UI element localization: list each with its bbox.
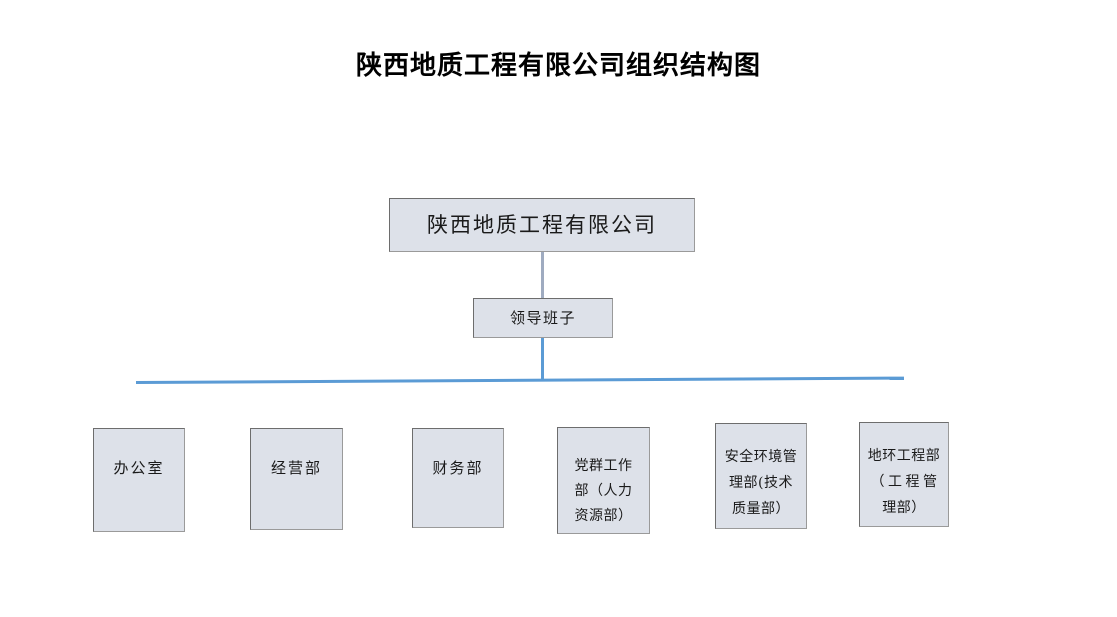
- org-node-leadership[interactable]: 领导班子: [473, 298, 613, 338]
- page-title: 陕西地质工程有限公司组织结构图: [355, 51, 761, 81]
- org-node-business[interactable]: 经营部: [250, 428, 343, 530]
- org-node-geo-engineering-text: 地环工程部 （工程管 理部）: [867, 448, 941, 516]
- org-node-office[interactable]: 办公室: [93, 428, 185, 532]
- org-node-party-hr-text: 党群工作 部（人力 资源部）: [574, 458, 633, 524]
- connector-horizontal-bus: [135, 376, 904, 384]
- org-node-safety-environment[interactable]: 安全环境管 理部(技术 质量部）: [715, 423, 807, 529]
- org-node-business-text: 经营部: [270, 459, 322, 477]
- org-node-finance-text: 财务部: [432, 459, 484, 477]
- connector-company-to-leadership: [541, 252, 544, 298]
- connector-leadership-to-bus: [541, 338, 544, 380]
- org-node-office-text: 办公室: [113, 459, 165, 477]
- org-node-geo-engineering[interactable]: 地环工程部 （工程管 理部）: [859, 422, 949, 527]
- org-node-company[interactable]: 陕西地质工程有限公司: [389, 198, 695, 252]
- org-node-party-hr[interactable]: 党群工作 部（人力 资源部）: [557, 427, 650, 534]
- org-node-finance[interactable]: 财务部: [412, 428, 504, 528]
- org-node-safety-environment-text: 安全环境管 理部(技术 质量部）: [724, 449, 798, 517]
